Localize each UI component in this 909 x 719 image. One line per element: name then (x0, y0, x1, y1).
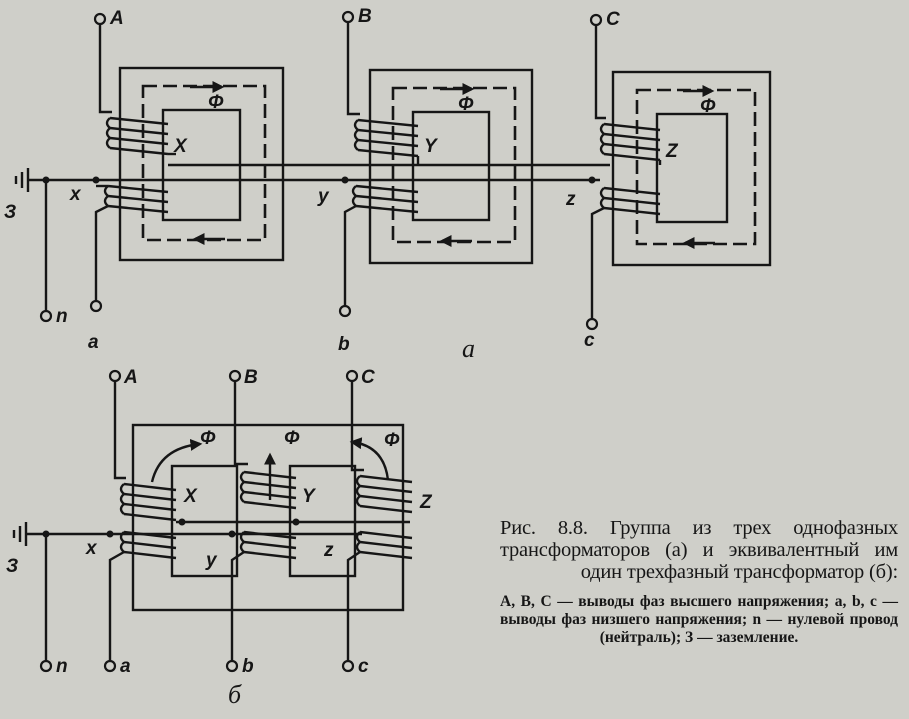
label-x-bottom: x (85, 538, 98, 559)
label-flux-bottom-3: Φ (384, 430, 400, 451)
caption-title: Рис. 8.8. Группа из трех однофазных тран… (500, 517, 898, 583)
winding-lv-2 (343, 184, 419, 305)
label-X-bottom: X (183, 486, 198, 507)
terminal-b-bottom (225, 659, 239, 673)
winding-lv-3 (590, 186, 661, 318)
winding-lv-1 (94, 184, 169, 300)
label-ground-top: З (4, 202, 16, 223)
flux-arrow-bottom-3 (349, 437, 390, 481)
figure-caption: Рис. 8.8. Группа из трех однофазных тран… (500, 517, 898, 647)
ground-symbol-bottom (12, 522, 28, 546)
core-2 (368, 68, 534, 265)
terminal-b-top (338, 304, 352, 318)
label-A-bottom: A (123, 367, 138, 388)
label-a-top: a (88, 332, 99, 353)
label-z-top: z (565, 189, 576, 210)
label-a-bottom: a (120, 656, 131, 677)
label-B-top: B (358, 6, 372, 27)
label-X-top: X (173, 136, 188, 157)
winding-bottom-3 (346, 382, 413, 660)
terminal-a-bottom (103, 659, 117, 673)
label-c-top: c (584, 330, 595, 351)
terminal-C-top (589, 13, 603, 27)
terminal-c-top (585, 317, 599, 331)
flux-arrow-bottom-1 (150, 438, 203, 483)
label-n-bottom: n (56, 656, 68, 677)
label-flux-3: Φ (700, 96, 716, 117)
label-b-bottom: b (242, 656, 254, 677)
terminal-a-top (89, 299, 103, 313)
label-Y-top: Y (424, 136, 439, 157)
terminal-c-bottom (341, 659, 355, 673)
core-3 (611, 70, 772, 267)
label-C-bottom: C (361, 367, 375, 388)
terminal-A-bottom (108, 369, 122, 383)
label-y-top: y (317, 186, 330, 207)
label-flux-2: Φ (458, 94, 474, 115)
winding-hv-2 (346, 22, 419, 158)
terminal-C-bottom (345, 369, 359, 383)
label-x-top: x (69, 184, 82, 205)
label-z-bottom: z (323, 540, 334, 561)
caption-legend: А, В, С — выводы фаз высшего напряжения;… (500, 593, 898, 646)
winding-bottom-1 (108, 382, 177, 660)
terminal-n-top (39, 309, 53, 323)
label-n-top: n (56, 306, 68, 327)
label-b-top: b (338, 334, 350, 355)
label-y-bottom: y (205, 550, 218, 571)
label-ground-bottom: З (6, 556, 18, 577)
label-flux-bottom-1: Φ (200, 428, 216, 449)
label-A-top: A (109, 8, 124, 29)
winding-hv-3 (594, 25, 661, 162)
terminal-n-bottom (39, 659, 53, 673)
label-Z-bottom: Z (419, 492, 433, 513)
part-label-b: б (228, 680, 242, 709)
terminal-B-bottom (228, 369, 242, 383)
label-Y-bottom: Y (302, 486, 317, 507)
label-C-top: C (606, 9, 620, 30)
label-flux-bottom-2: Φ (284, 428, 300, 449)
part-label-a: а (462, 334, 475, 363)
label-Z-top: Z (665, 141, 679, 162)
label-B-bottom: B (244, 367, 258, 388)
label-flux-1: Φ (208, 92, 224, 113)
ground-symbol-top (14, 168, 30, 192)
winding-hv-1 (98, 25, 176, 156)
terminal-A-top (93, 12, 107, 26)
terminal-B-top (341, 10, 355, 24)
label-c-bottom: c (358, 656, 369, 677)
